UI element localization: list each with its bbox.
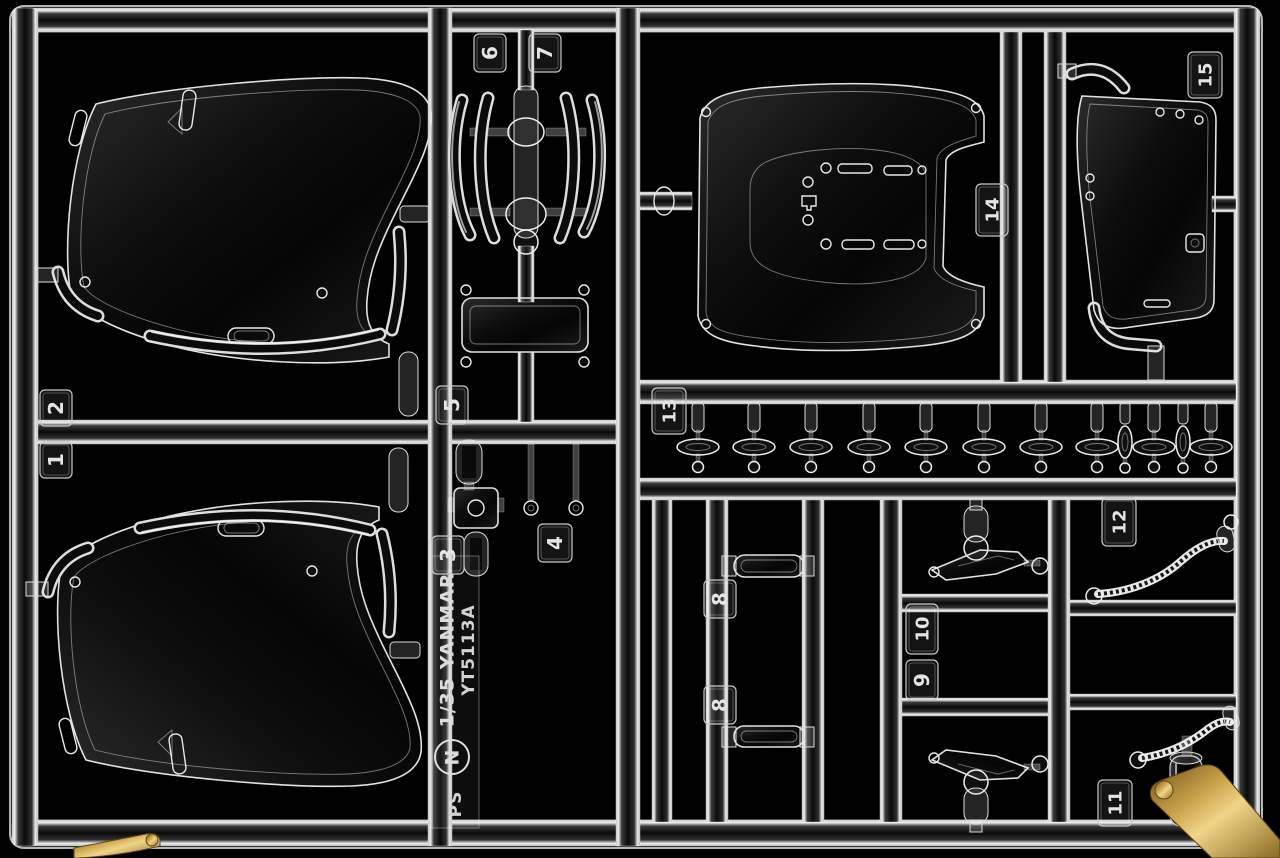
metal-clip-left bbox=[73, 833, 161, 858]
svg-text:13: 13 bbox=[659, 398, 680, 423]
mold-code-text: YT5113A bbox=[459, 604, 479, 696]
beacon-lamp-parts bbox=[447, 439, 505, 577]
svg-text:10: 10 bbox=[912, 616, 933, 641]
side-window-part bbox=[1057, 62, 1217, 381]
pillar-strip-parts bbox=[447, 85, 607, 255]
svg-text:1: 1 bbox=[44, 453, 68, 467]
svg-text:9: 9 bbox=[910, 673, 934, 687]
part-tag-11: 11 bbox=[1097, 779, 1133, 827]
svg-text:4: 4 bbox=[543, 536, 567, 550]
part-tag-2: 2 bbox=[39, 389, 73, 427]
hose-lower-part bbox=[1129, 705, 1240, 769]
hose-upper-part bbox=[1085, 514, 1239, 605]
svg-text:6: 6 bbox=[478, 46, 502, 60]
svg-text:2: 2 bbox=[44, 401, 68, 415]
material-text: PS bbox=[446, 791, 466, 818]
part-tag-10: 10 bbox=[905, 603, 939, 655]
gate-letter-circle bbox=[434, 739, 470, 775]
part-tag-6: 6 bbox=[473, 33, 507, 73]
part-tag-4: 4 bbox=[537, 523, 573, 563]
svg-text:14: 14 bbox=[982, 197, 1003, 222]
windshield-part bbox=[653, 82, 985, 352]
svg-text:7: 7 bbox=[533, 46, 557, 60]
sprue-markings: 1/35 YANMAR YT5113A N PS bbox=[431, 555, 480, 829]
roof-window-frame-part bbox=[460, 284, 590, 368]
svg-text:8: 8 bbox=[708, 698, 732, 712]
svg-text:12: 12 bbox=[1109, 509, 1130, 534]
svg-text:3: 3 bbox=[436, 548, 460, 562]
scale-brand-text: 1/35 YANMAR bbox=[437, 572, 459, 727]
grab-handle-parts bbox=[721, 554, 815, 748]
svg-text:11: 11 bbox=[1105, 790, 1126, 815]
runner-grid bbox=[37, 7, 1237, 847]
part-tag-3: 3 bbox=[431, 535, 465, 575]
part-tag-8b: 8 bbox=[703, 685, 737, 725]
mirror-upper-part bbox=[928, 497, 1049, 581]
part-tag-15: 15 bbox=[1187, 51, 1223, 99]
gate-letter-text: N bbox=[442, 749, 464, 766]
part-tag-8a: 8 bbox=[703, 579, 737, 619]
part-tag-9: 9 bbox=[905, 659, 939, 701]
door-glass-lower-part bbox=[26, 448, 421, 786]
part-tag-7: 7 bbox=[528, 33, 562, 73]
svg-text:15: 15 bbox=[1195, 62, 1216, 87]
part-tag-1: 1 bbox=[39, 441, 73, 479]
svg-text:8: 8 bbox=[708, 592, 732, 606]
lens-row-parts bbox=[676, 401, 1233, 474]
part-tag-14: 14 bbox=[975, 183, 1009, 237]
svg-text:5: 5 bbox=[440, 398, 464, 412]
part-tag-5: 5 bbox=[435, 385, 469, 425]
part-tag-13: 13 bbox=[651, 387, 687, 435]
metal-clip-right bbox=[1149, 764, 1280, 858]
pin-parts bbox=[523, 443, 584, 516]
door-glass-upper-part bbox=[36, 78, 431, 416]
part-tag-12: 12 bbox=[1101, 497, 1137, 547]
